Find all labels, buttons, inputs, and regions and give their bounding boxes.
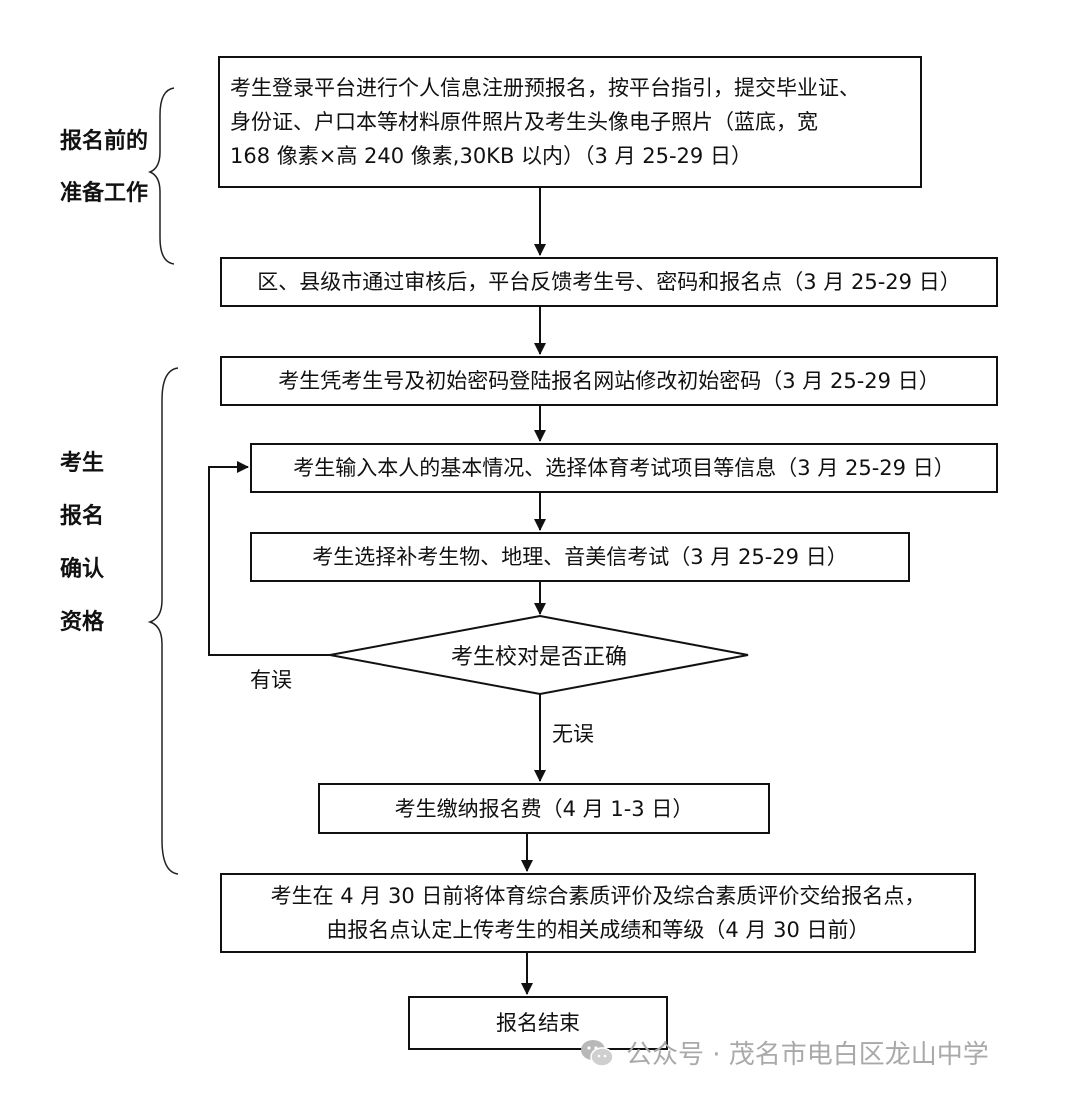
node-step1-line1: 考生登录平台进行个人信息注册预报名，按平台指引，提交毕业证、 (230, 76, 860, 100)
watermark: 公众号 · 茂名市电白区龙山中学 (580, 1034, 989, 1071)
node-step8-text: 报名结束 (496, 1011, 580, 1035)
node-step5-makeup-exam: 考生选择补考生物、地理、音美信考试（3 月 25-29 日） (250, 532, 910, 582)
node-step1-register: 考生登录平台进行个人信息注册预报名，按平台指引，提交毕业证、 身份证、户口本等材… (218, 56, 922, 188)
decision-diamond (329, 614, 749, 696)
node-step7-line1: 考生在 4 月 30 日前将体育综合素质评价及综合素质评价交给报名点， (270, 884, 926, 908)
node-step7-evaluation: 考生在 4 月 30 日前将体育综合素质评价及综合素质评价交给报名点， 由报名点… (220, 873, 976, 953)
watermark-text: 公众号 · 茂名市电白区龙山中学 (626, 1040, 989, 1070)
node-step4-basic-info: 考生输入本人的基本情况、选择体育考试项目等信息（3 月 25-29 日） (250, 443, 998, 493)
node-step1-text: 考生登录平台进行个人信息注册预报名，按平台指引，提交毕业证、 身份证、户口本等材… (230, 71, 860, 173)
node-step6-text: 考生缴纳报名费（4 月 1-3 日） (394, 796, 694, 821)
node-step1-line2: 身份证、户口本等材料原件照片及考生头像电子照片（蓝底，宽 (230, 110, 818, 134)
confirm-label-line3: 确认 (60, 557, 105, 582)
node-step5-text: 考生选择补考生物、地理、音美信考试（3 月 25-29 日） (312, 545, 848, 569)
prep-label-line2: 准备工作 (60, 181, 149, 206)
brace-prep (147, 87, 175, 265)
node-step6-fee: 考生缴纳报名费（4 月 1-3 日） (318, 783, 770, 834)
edge-label-no-error: 无误 (552, 722, 594, 746)
confirm-label-line4: 资格 (60, 610, 105, 635)
node-step3-password: 考生凭考生号及初始密码登陆报名网站修改初始密码（3 月 25-29 日） (220, 356, 998, 406)
brace-confirm (147, 367, 179, 875)
node-step7-text: 考生在 4 月 30 日前将体育综合素质评价及综合素质评价交给报名点， 由报名点… (271, 879, 926, 947)
wechat-icon (581, 1039, 614, 1067)
node-step1-line3: 168 像素×高 240 像素,30KB 以内）（3 月 25-29 日） (230, 144, 752, 168)
node-step8-end: 报名结束 (408, 996, 668, 1050)
node-step2-text: 区、县级市通过审核后，平台反馈考生号、密码和报名点（3 月 25-29 日） (257, 270, 961, 294)
decision-text: 考生校对是否正确 (450, 645, 627, 670)
node-step3-text: 考生凭考生号及初始密码登陆报名网站修改初始密码（3 月 25-29 日） (278, 369, 940, 393)
confirm-label-line1: 考生 (60, 451, 105, 476)
arrow-error-loop (208, 461, 330, 656)
node-step7-line2: 由报名点认定上传考生的相关成绩和等级（4 月 30 日前） (326, 918, 870, 942)
edge-label-error: 有误 (250, 668, 292, 692)
confirm-label-line2: 报名 (60, 504, 105, 529)
prep-label-line1: 报名前的 (60, 129, 149, 154)
node-step4-text: 考生输入本人的基本情况、选择体育考试项目等信息（3 月 25-29 日） (293, 456, 955, 480)
node-step2-review: 区、县级市通过审核后，平台反馈考生号、密码和报名点（3 月 25-29 日） (220, 257, 998, 307)
